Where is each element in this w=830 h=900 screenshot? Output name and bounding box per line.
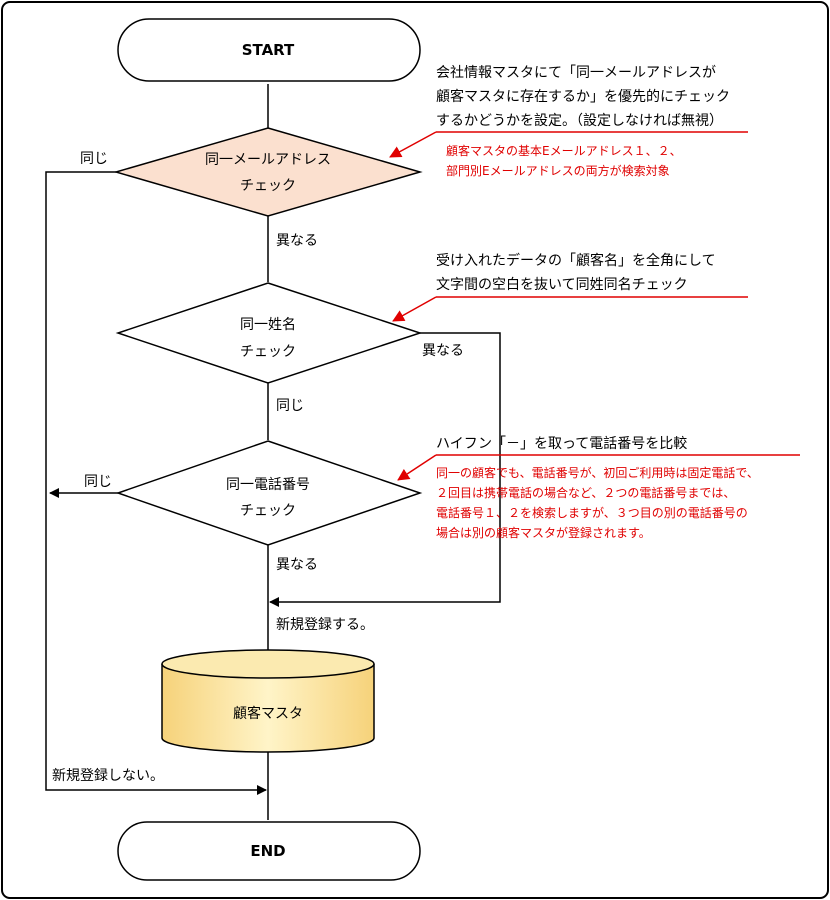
connector-email-same-bypass: [45, 171, 267, 795]
phone-note: ハイフン「－」を取って電話番号を比較: [436, 435, 687, 452]
phone-same-label: 同じ: [84, 474, 112, 490]
phone-red-line-2: ２回目は携帯電話の場合など、２つの電話番号までは、: [436, 485, 735, 500]
name-note-pointer: [392, 296, 437, 322]
start-terminal: [117, 18, 421, 82]
email-same-label: 同じ: [80, 151, 108, 167]
email-check-label-1: 同一メールアドレス: [205, 152, 331, 168]
name-check-decision: [115, 282, 423, 384]
email-red-line-1: 顧客マスタの基本Eメールアドレス１、２、: [446, 143, 682, 158]
phone-red-line-4: 場合は別の顧客マスタが登録されます。: [436, 525, 651, 540]
end-label: END: [250, 842, 285, 860]
email-red-line-2: 部門別Eメールアドレスの両方が検索対象: [446, 163, 670, 178]
start-label: START: [242, 41, 295, 59]
phone-red-line-3: 電話番号１、２を検索しますが、３つ目の別の電話番号の: [436, 505, 748, 520]
connector-name-diff-loop: [269, 332, 501, 607]
name-diff-label: 異なる: [422, 343, 464, 359]
phone-red-line-1: 同一の顧客でも、電話番号が、初回ご利用時は固定電話で、: [436, 465, 759, 480]
phone-diff-label: 異なる: [276, 557, 318, 573]
name-same-label: 同じ: [276, 398, 304, 414]
email-check-decision: [113, 127, 423, 217]
end-terminal: [117, 821, 421, 881]
email-diff-label: 異なる: [276, 233, 318, 249]
no-register-label: 新規登録しない。: [52, 768, 164, 784]
phone-check-label-1: 同一電話番号: [226, 476, 310, 493]
name-note-line-1: 受け入れたデータの「顧客名」を全角にして: [436, 252, 716, 269]
name-check-label-2: チェック: [240, 344, 296, 360]
email-note-line-1: 会社情報マスタにて「同一メールアドレスが: [436, 65, 716, 81]
phone-check-decision: [115, 440, 423, 546]
name-note-line-2: 文字間の空白を抜いて同姓同名チェック: [436, 277, 688, 293]
register-label: 新規登録する。: [276, 617, 374, 633]
customer-master-db: [161, 649, 375, 753]
phone-check-label-2: チェック: [240, 503, 296, 519]
db-label: 顧客マスタ: [233, 705, 303, 722]
email-note-line-3: するかどうかを設定。（設定しなければ無視）: [436, 113, 723, 129]
phone-note-pointer: [397, 454, 437, 481]
email-note-line-2: 顧客マスタに存在するか」を優先的にチェック: [436, 88, 730, 105]
email-check-label-2: チェック: [240, 178, 296, 194]
name-check-label-1: 同一姓名: [240, 317, 296, 333]
email-note-pointer: [389, 131, 437, 158]
